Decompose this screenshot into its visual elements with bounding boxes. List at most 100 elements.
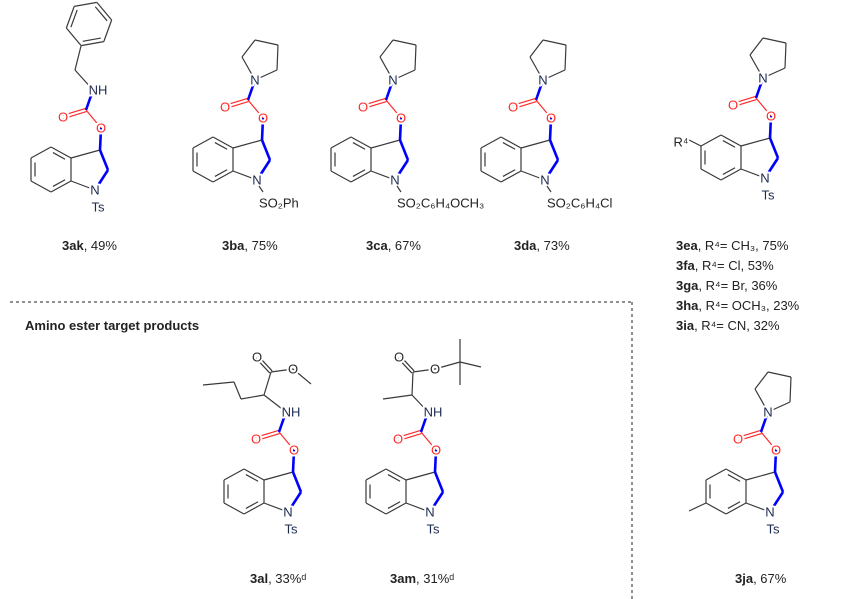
benzene-bond xyxy=(350,136,372,149)
ester-oxygen: O xyxy=(430,362,440,377)
benzene-inner-bond xyxy=(502,142,516,150)
benzene-bond xyxy=(243,468,265,481)
ester-oxygen: O xyxy=(252,350,262,365)
oxygen-atom: O xyxy=(728,98,738,113)
new-bond xyxy=(286,491,303,513)
benzyl-ring-bond xyxy=(65,6,75,29)
carbonyl-bond xyxy=(225,100,249,110)
bond xyxy=(392,39,417,46)
ring-bond xyxy=(232,170,258,181)
carbonyl-bond xyxy=(397,429,421,439)
carbonyl-bond xyxy=(738,432,762,442)
oxygen-atom: O xyxy=(289,443,299,458)
benzene-bond xyxy=(30,146,52,159)
new-bond xyxy=(291,471,303,493)
bond xyxy=(434,361,461,370)
carbonyl-bond xyxy=(733,98,757,108)
new-bond xyxy=(768,115,773,139)
nitrogen-atom: N xyxy=(252,173,261,188)
r4-label: R⁴ xyxy=(674,135,689,150)
ester-bond xyxy=(420,431,437,451)
caption-3ia: 3ia, R⁴= CN, 32% xyxy=(676,318,780,333)
section-title: Amino ester target products xyxy=(25,318,199,333)
ester-oxygen: O xyxy=(288,362,298,377)
oxygen-atom: O xyxy=(431,443,441,458)
benzene-inner-bond xyxy=(387,501,401,509)
pyrrolidine-nitrogen: N xyxy=(763,405,772,420)
pyrrolidine-nitrogen: N xyxy=(250,73,259,88)
new-bond xyxy=(393,159,410,181)
compound-id: 3am xyxy=(390,571,416,586)
nh-label: NH xyxy=(282,405,301,420)
bond xyxy=(241,56,256,81)
benzene-bond xyxy=(30,180,52,193)
nitrogen-atom: N xyxy=(760,171,769,186)
bond xyxy=(411,394,429,413)
bond xyxy=(749,37,764,56)
bond xyxy=(414,44,417,71)
new-bond xyxy=(763,157,780,179)
carbonyl-bond xyxy=(362,97,386,107)
pyrrolidine-nitrogen: N xyxy=(758,71,767,86)
ring-bond xyxy=(263,502,289,513)
benzene-inner-bond xyxy=(727,474,741,482)
benzyl-inner-bond xyxy=(70,9,78,28)
compound-yield: , 67% xyxy=(753,571,787,586)
oxygen-atom: O xyxy=(766,109,776,124)
ring-bond xyxy=(70,149,101,159)
tosyl-label: Ts xyxy=(427,522,441,537)
benzene-bond xyxy=(192,136,214,149)
ester-bond xyxy=(85,109,102,129)
ring-bond xyxy=(745,471,776,481)
ring-bond xyxy=(740,168,766,179)
benzyl-ring-bond xyxy=(81,41,104,47)
bond xyxy=(542,39,567,46)
bond xyxy=(459,361,482,368)
ring-bond xyxy=(370,170,396,181)
oxygen-atom: O xyxy=(396,111,406,126)
benzene-bond xyxy=(385,468,407,481)
compound-id: 3ca xyxy=(366,238,388,253)
ester-bond xyxy=(385,99,402,119)
benzene-bond xyxy=(720,134,742,147)
new-bond xyxy=(98,127,103,151)
new-bond xyxy=(768,491,785,513)
carbamate-bond xyxy=(759,411,770,433)
benzene-inner-bond xyxy=(214,142,228,150)
new-bond xyxy=(398,117,403,141)
benzene-bond xyxy=(500,136,522,149)
benzyl-inner-bond xyxy=(94,6,108,22)
carbonyl-bond xyxy=(399,355,415,372)
bond xyxy=(74,45,82,71)
carbonyl-bond xyxy=(398,432,422,442)
benzene-inner-bond xyxy=(387,474,401,482)
compound-yield: , R⁴= Cl, 53% xyxy=(695,258,774,273)
carbamate-bond xyxy=(277,411,288,433)
bond xyxy=(270,368,294,373)
oxygen-atom: O xyxy=(58,110,68,125)
benzene-bond xyxy=(212,136,234,149)
benzene-inner-bond xyxy=(502,169,516,177)
new-bond xyxy=(260,117,265,141)
new-bond xyxy=(773,471,785,493)
benzyl-inner-bond xyxy=(82,37,101,42)
caption-3am: 3am, 31%ᵈ xyxy=(390,571,454,586)
bond xyxy=(254,39,279,46)
carbonyl-bond xyxy=(63,110,87,120)
new-bond xyxy=(428,491,445,513)
benzene-inner-bond xyxy=(214,169,228,177)
bond xyxy=(542,69,566,81)
nitrogen-atom: N xyxy=(425,505,434,520)
benzene-inner-bond xyxy=(722,167,736,175)
oxygen-atom: O xyxy=(546,111,556,126)
sulfonyl-label: SO₂Ph xyxy=(259,196,299,211)
benzene-inner-bond xyxy=(52,152,66,160)
benzene-bond xyxy=(480,170,502,183)
bond xyxy=(241,39,256,58)
bond xyxy=(292,368,312,385)
compound-yield: , 33%ᵈ xyxy=(268,571,306,586)
benzene-inner-bond xyxy=(245,501,259,509)
bond xyxy=(240,394,265,400)
